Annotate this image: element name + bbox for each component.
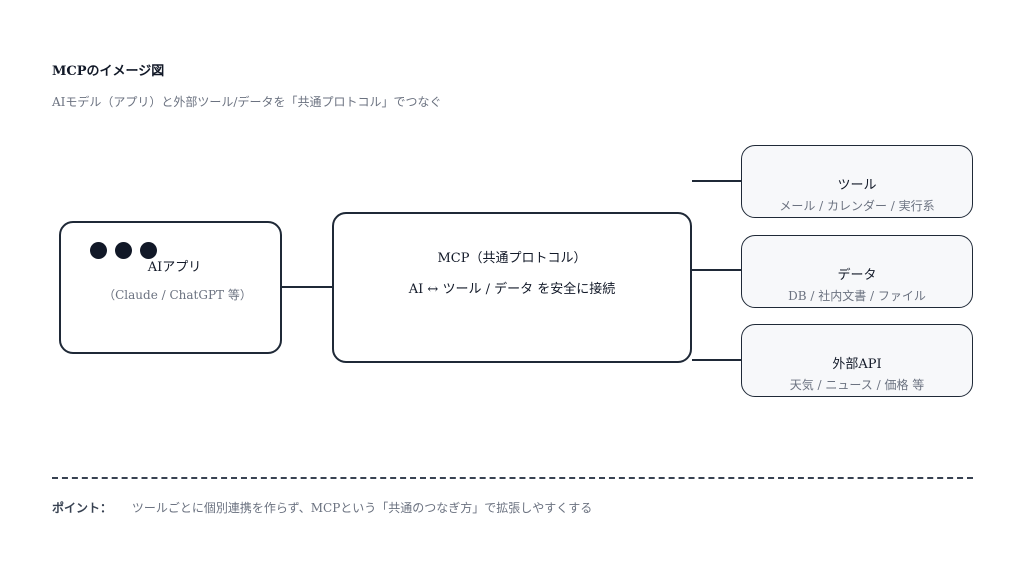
- diagram-title: MCPのイメージ図: [52, 64, 165, 79]
- data-node: データ DB / 社内文書 / ファイル: [741, 235, 973, 308]
- tools-label: ツール: [837, 178, 877, 193]
- window-dots-icon: [90, 242, 157, 259]
- dot-icon: [140, 242, 157, 259]
- data-sub: DB / 社内文書 / ファイル: [788, 289, 926, 303]
- external-api-sub: 天気 / ニュース / 価格 等: [789, 378, 925, 392]
- tools-node: ツール メール / カレンダー / 実行系: [741, 145, 973, 218]
- tools-sub: メール / カレンダー / 実行系: [779, 199, 935, 213]
- point-label: ポイント：: [52, 501, 113, 515]
- external-api-node: 外部API 天気 / ニュース / 価格 等: [741, 324, 973, 397]
- external-api-label: 外部API: [832, 357, 882, 372]
- ai-app-sub: （Claude / ChatGPT 等）: [103, 288, 252, 302]
- mcp-node: MCP（共通プロトコル） AI ↔ ツール / データ を安全に接続: [332, 212, 692, 363]
- point-text: ツールごとに個別連携を作らず、MCPという「共通のつなぎ方」で拡張しやすくする: [131, 501, 593, 515]
- diagram-subtitle: AIモデル（アプリ）と外部ツール/データを「共通プロトコル」でつなぐ: [52, 95, 442, 109]
- dashed-divider: [52, 477, 973, 479]
- ai-app-label: AIアプリ: [147, 260, 202, 275]
- dot-icon: [90, 242, 107, 259]
- mcp-label: MCP（共通プロトコル）: [437, 251, 587, 266]
- dot-icon: [115, 242, 132, 259]
- ai-app-node: AIアプリ （Claude / ChatGPT 等）: [59, 221, 282, 354]
- mcp-sub: AI ↔ ツール / データ を安全に接続: [408, 282, 616, 297]
- point-note: ポイント： ツールごとに個別連携を作らず、MCPという「共通のつなぎ方」で拡張し…: [52, 500, 592, 516]
- data-label: データ: [837, 268, 877, 283]
